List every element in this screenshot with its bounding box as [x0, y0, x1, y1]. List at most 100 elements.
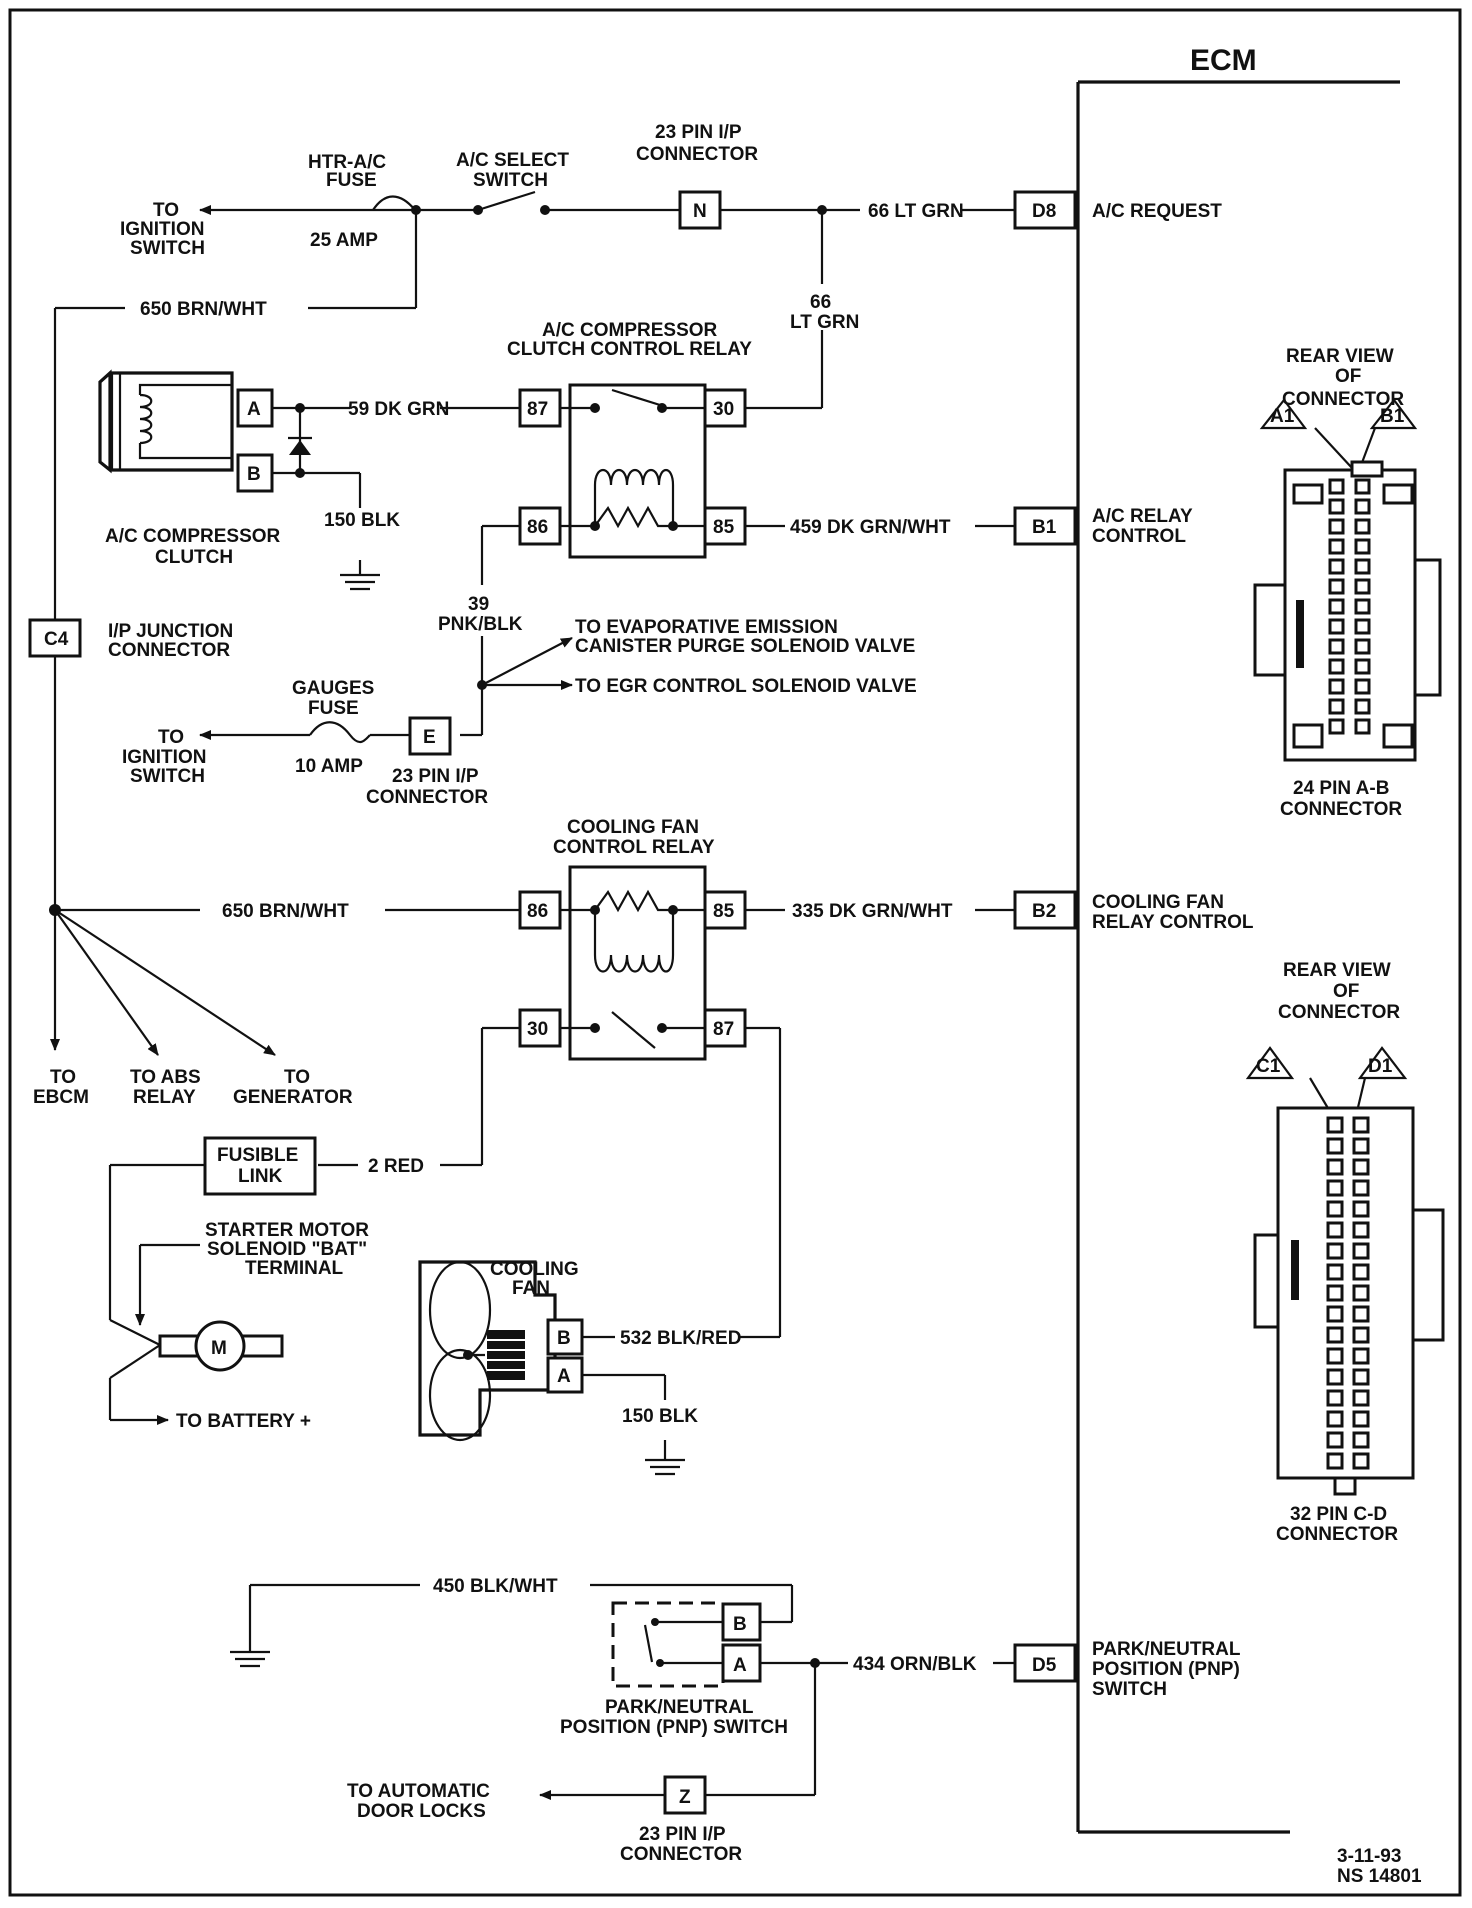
cd-head: REAR VIEW [1283, 960, 1391, 981]
htr-fuse-amp: 25 AMP [310, 230, 378, 251]
connector-cavity [1326, 1347, 1344, 1365]
wire-39-2: PNK/BLK [438, 614, 523, 635]
cd-foot-2: CONNECTOR [1276, 1524, 1398, 1545]
connector-cavity [1354, 638, 1371, 655]
cd-head-3: CONNECTOR [1278, 1002, 1400, 1023]
fusible-label: FUSIBLE [217, 1145, 298, 1166]
connector-e-pin: E [423, 727, 436, 748]
conn23-top-label: 23 PIN I/P [655, 122, 742, 143]
footer-code: NS 14801 [1337, 1866, 1422, 1887]
wire-39-circuit [199, 524, 573, 756]
starter-label: STARTER MOTOR [205, 1220, 369, 1241]
gauges-label: GAUGES [292, 678, 374, 699]
connector-cavity [1352, 1137, 1370, 1155]
door-locks-label: TO AUTOMATIC [347, 1781, 490, 1802]
to-gen-2: GENERATOR [233, 1087, 353, 1108]
wire-650-mid: 650 BRN/WHT [222, 901, 349, 922]
connector-cavity [1328, 718, 1345, 735]
fan-pin-b: B [557, 1328, 571, 1349]
pnp-pin-b: B [733, 1614, 747, 1635]
connector-cavity [1352, 1284, 1370, 1302]
connector-cavity [1328, 678, 1345, 695]
wire-150-bot: 150 BLK [622, 1406, 698, 1427]
ecm-b1-label: A/C RELAY [1092, 506, 1193, 527]
ecm-title: ECM [1190, 44, 1257, 77]
ac-relay-30: 30 [713, 399, 734, 420]
connector-cavity [1328, 518, 1345, 535]
clutch-pin-a: A [247, 399, 261, 420]
c4-connector [28, 618, 82, 658]
starter-m: M [211, 1338, 227, 1359]
to-battery: TO BATTERY + [176, 1411, 311, 1432]
conn23-mid-label: 23 PIN I/P [392, 766, 479, 787]
connector-cavity [1352, 1116, 1370, 1134]
wire-450: 450 BLK/WHT [433, 1576, 558, 1597]
to-gen: TO [284, 1067, 310, 1088]
connector-z-pin: Z [679, 1787, 691, 1808]
connector-cavity [1352, 1158, 1370, 1176]
connector-cavity [1352, 1305, 1370, 1323]
wire-66-side: 66 [810, 292, 831, 313]
ecm-pin-d5-label: D5 [1032, 1655, 1057, 1676]
fusible-link-box [203, 1136, 317, 1196]
htr-ac-circuit: N D8 [53, 190, 1077, 620]
connector-cavity [1354, 498, 1371, 515]
connector-cavity [1328, 478, 1345, 495]
cooling-fan [418, 1026, 782, 1476]
wire-39: 39 [468, 594, 489, 615]
connector-cavity [1354, 658, 1371, 675]
connector-cavity [1352, 1347, 1370, 1365]
ecm-block: ECM [1076, 44, 1400, 1834]
to-ign-2: TO [158, 727, 184, 748]
wire-150-top: 150 BLK [324, 510, 400, 531]
fan-label-2: FAN [512, 1278, 550, 1299]
cd-foot: 32 PIN C-D [1290, 1504, 1387, 1525]
connector-cavity [1328, 498, 1345, 515]
wire-335: 335 DK GRN/WHT [792, 901, 953, 922]
door-locks-label-2: DOOR LOCKS [357, 1801, 486, 1822]
connector-cavity [1352, 1263, 1370, 1281]
connector-cavity [1326, 1137, 1344, 1155]
connector-cavity [1354, 538, 1371, 555]
fusible-label-2: LINK [238, 1166, 283, 1187]
c4-label-2: CONNECTOR [108, 640, 230, 661]
connector-cavity [1352, 1221, 1370, 1239]
connector-cavity [1326, 1368, 1344, 1386]
fan-label: COOLING [490, 1259, 579, 1280]
connector-cavity [1354, 618, 1371, 635]
fan-pin-a: A [557, 1366, 571, 1387]
to-ign-1: TO [153, 200, 179, 221]
conn23-mid-label-2: CONNECTOR [366, 787, 488, 808]
fan-relay-label-2: CONTROL RELAY [553, 837, 715, 858]
connector-view-ab [1253, 398, 1442, 762]
wire-650-top: 650 BRN/WHT [140, 299, 267, 320]
htr-fuse-label-2: FUSE [326, 170, 377, 191]
connector-cavity [1354, 558, 1371, 575]
ecm-pin-b1-label: B1 [1032, 517, 1057, 538]
connector-cavity [1326, 1284, 1344, 1302]
connector-cavity [1326, 1221, 1344, 1239]
connector-cavity [1354, 518, 1371, 535]
clutch-label: A/C COMPRESSOR [105, 526, 281, 547]
connector-view-cd [1245, 1046, 1445, 1496]
wire-2: 2 RED [368, 1156, 424, 1177]
ac-compressor-clutch [98, 369, 520, 591]
connector-n [678, 190, 722, 230]
ac-clutch-relay [518, 383, 747, 559]
ecm-d5-label-2: POSITION (PNP) [1092, 1659, 1240, 1680]
to-ign-2-2: IGNITION [122, 747, 206, 768]
ab-foot-2: CONNECTOR [1280, 799, 1402, 820]
ac-relay-label-2: CLUTCH CONTROL RELAY [507, 339, 752, 360]
wire-66-top: 66 LT GRN [868, 201, 964, 222]
wire-59: 59 DK GRN [348, 399, 449, 420]
connector-cavity [1328, 698, 1345, 715]
wire-532: 532 BLK/RED [620, 1328, 741, 1349]
ecm-pin-d5 [1013, 1643, 1077, 1683]
connector-cavity [1328, 538, 1345, 555]
ab-tag-b1: B1 [1380, 406, 1405, 427]
conn23-bot-label: 23 PIN I/P [639, 1824, 726, 1845]
ecm-pin-b1 [1013, 506, 1077, 546]
to-ign-1-3: SWITCH [130, 238, 205, 259]
evap-label: TO EVAPORATIVE EMISSION [575, 617, 838, 638]
fan-relay-86: 86 [527, 901, 548, 922]
